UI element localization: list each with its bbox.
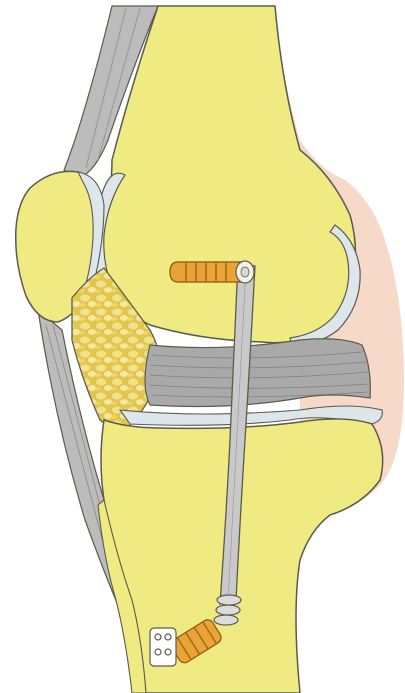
femoral-fixation-screw (170, 261, 254, 283)
fixation-staple (150, 628, 176, 666)
graft-suture-loops (214, 595, 241, 625)
